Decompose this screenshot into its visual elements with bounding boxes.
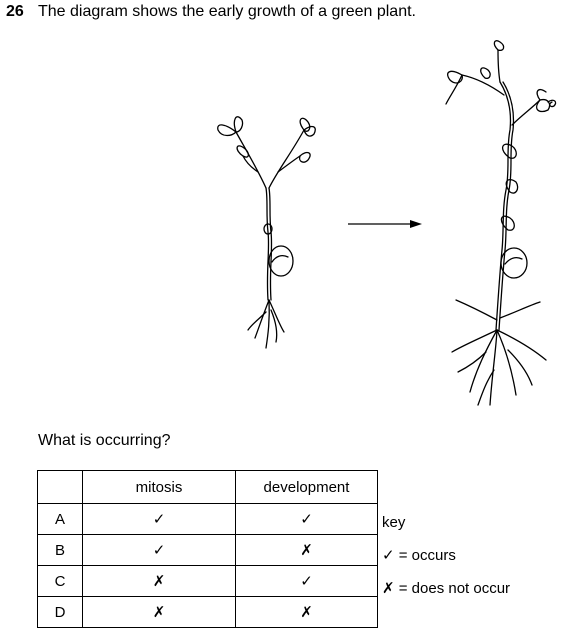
key-title: key — [382, 514, 406, 531]
header-mitosis: mitosis — [82, 470, 236, 504]
development-mark: ✓ — [235, 503, 378, 535]
option-letter: C — [37, 565, 83, 597]
table-header-row: mitosis development — [37, 470, 378, 504]
seedling-drawing — [217, 116, 316, 349]
key-occurs: ✓ = occurs — [382, 547, 456, 564]
question-text: The diagram shows the early growth of a … — [38, 3, 416, 20]
table-row: C ✗ ✓ — [37, 565, 378, 597]
development-mark: ✗ — [235, 534, 378, 566]
larger-plant-drawing — [445, 40, 557, 406]
right-arrow-icon — [348, 220, 422, 228]
development-mark: ✓ — [235, 565, 378, 597]
option-letter: A — [37, 503, 83, 535]
option-letter: D — [37, 596, 83, 628]
mitosis-mark: ✓ — [82, 534, 236, 566]
option-letter: B — [37, 534, 83, 566]
question-number: 26 — [6, 3, 24, 20]
development-mark: ✗ — [235, 596, 378, 628]
mitosis-mark: ✗ — [82, 596, 236, 628]
mitosis-mark: ✗ — [82, 565, 236, 597]
header-development: development — [235, 470, 378, 504]
plant-growth-diagram — [217, 40, 557, 406]
header-letter — [37, 470, 83, 504]
table-row: D ✗ ✗ — [37, 596, 378, 628]
key-not-occur: ✗ = does not occur — [382, 580, 511, 597]
question-prompt: What is occurring? — [38, 432, 171, 449]
mitosis-mark: ✓ — [82, 503, 236, 535]
table-row: A ✓ ✓ — [37, 503, 378, 535]
answer-table: mitosis development A ✓ ✓ B ✓ ✗ C ✗ ✓ D … — [37, 470, 378, 628]
table-row: B ✓ ✗ — [37, 534, 378, 566]
